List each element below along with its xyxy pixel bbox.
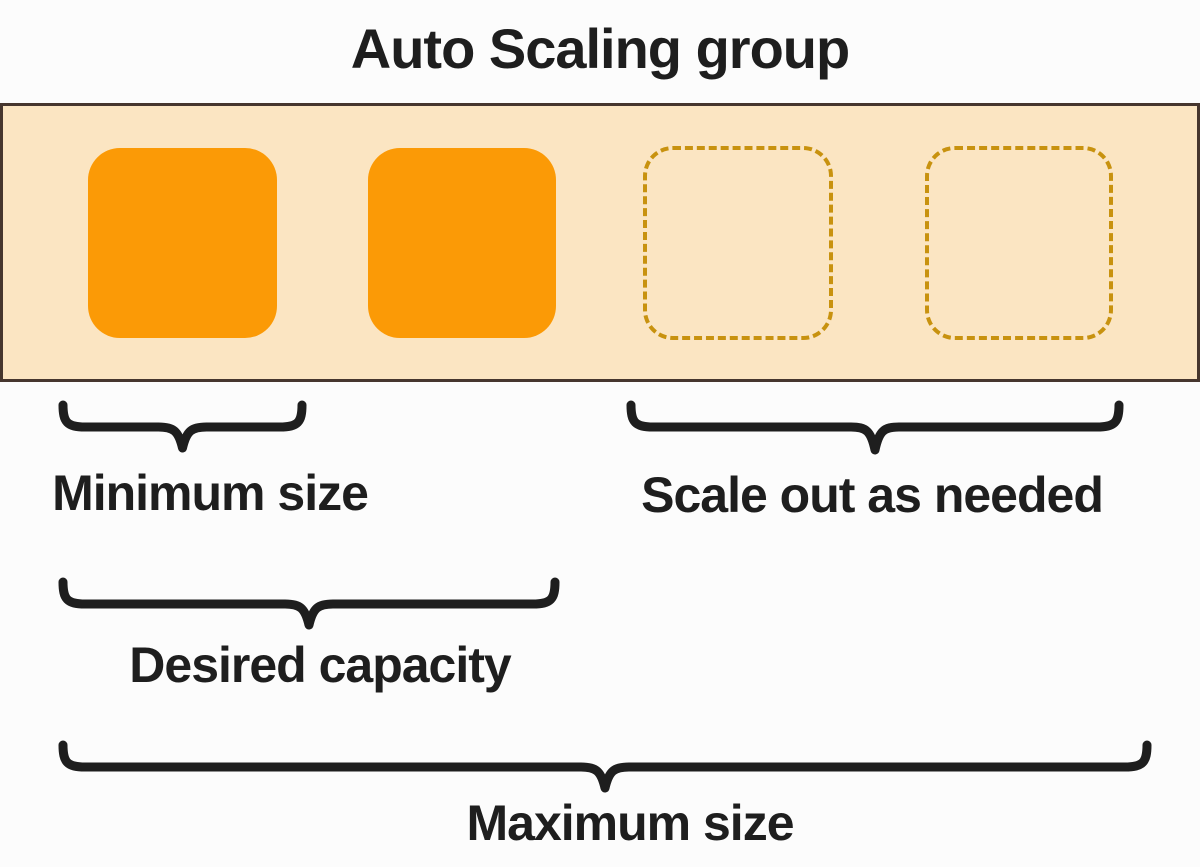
brace-desired-capacity: [58, 577, 560, 630]
label-maximum-size: Maximum size: [466, 795, 794, 851]
brace-minimum-size: [58, 400, 307, 453]
brace-maximum-size: [58, 740, 1152, 793]
label-minimum-size: Minimum size: [52, 465, 369, 521]
ec2-instance-placeholder-1: [643, 146, 833, 340]
ec2-instance-running-1: [88, 148, 277, 338]
ec2-instance-running-2: [368, 148, 556, 338]
label-desired-capacity: Desired capacity: [129, 637, 511, 693]
ec2-instance-placeholder-2: [925, 146, 1113, 340]
diagram-title: Auto Scaling group: [350, 17, 850, 80]
brace-scale-out: [626, 400, 1124, 455]
label-scale-out-as-needed: Scale out as needed: [641, 467, 1104, 523]
